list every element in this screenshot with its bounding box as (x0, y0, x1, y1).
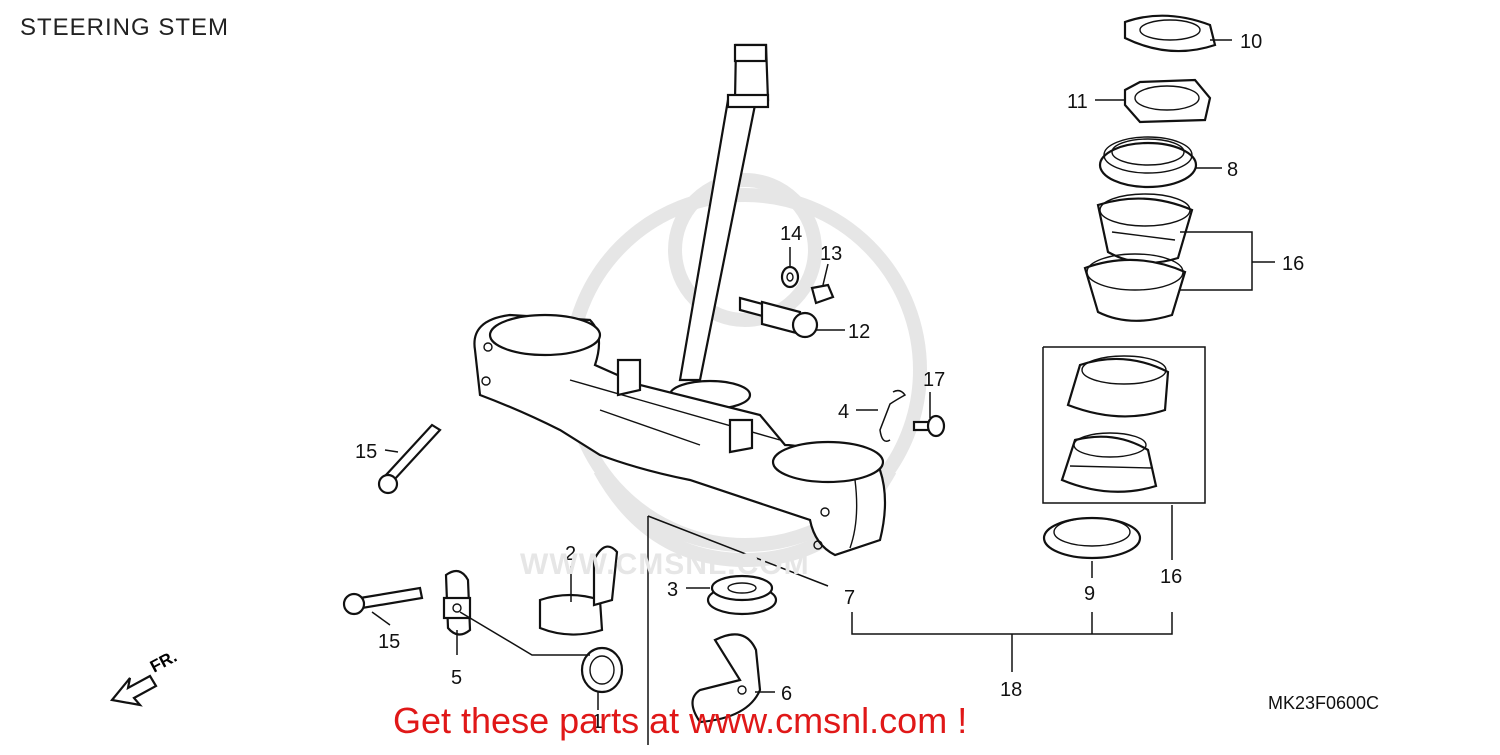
part-16-lower-race (1066, 355, 1170, 418)
callout-10: 10 (1240, 31, 1262, 53)
callout-12: 12 (848, 321, 870, 343)
promo-link-text[interactable]: Get these parts at www.cmsnl.com ! (393, 700, 968, 741)
callout-16-lower: 16 (1160, 566, 1182, 588)
callout-11: 11 (1067, 91, 1088, 113)
callout-15-upper: 15 (355, 441, 377, 463)
part-3-bushing (706, 574, 778, 616)
callout-1: 1 (592, 711, 603, 733)
drawing-code: MK23F0600C (1268, 693, 1380, 713)
callout-4: 4 (838, 401, 849, 423)
callout-15-lower: 15 (378, 631, 400, 653)
callout-3: 3 (667, 579, 678, 601)
callout-2: 2 (565, 543, 576, 565)
lower-triple-clamp (473, 313, 887, 557)
callout-14: 14 (780, 223, 802, 245)
callout-5: 5 (451, 667, 462, 689)
callout-17: 17 (923, 369, 945, 391)
part-5-bracket (442, 569, 472, 636)
part-8-dust-seal (1098, 136, 1198, 189)
part-9-seal (1042, 516, 1142, 560)
callout-18: 18 (1000, 679, 1022, 701)
part-14-washer (780, 265, 800, 289)
part-11-castle-nut (1123, 78, 1212, 124)
part-12-bolt (738, 296, 819, 339)
part-6-bracket (691, 633, 762, 724)
part-1-reflector (580, 646, 624, 694)
part-16-upper-race (1083, 253, 1187, 322)
watermark-text: WWW.CMSNL.COM (520, 548, 810, 581)
callout-9: 9 (1084, 583, 1095, 605)
part-13-pin (810, 283, 835, 305)
kit-16-box (1042, 346, 1206, 504)
callout-6: 6 (781, 683, 792, 705)
part-2-bracket (538, 545, 619, 636)
part-15-bolt-lower (342, 586, 424, 616)
part-17-bolt (912, 414, 946, 438)
leader-lines (371, 39, 1275, 745)
front-direction-arrow (109, 674, 158, 707)
part-10-lock-nut (1123, 14, 1217, 53)
callout-8: 8 (1227, 159, 1238, 181)
callout-7: 7 (844, 587, 855, 609)
callout-13: 13 (820, 243, 842, 265)
part-16-lower-bearing (1060, 432, 1158, 493)
callout-numbers: 10 11 8 16 14 13 12 17 4 15 2 3 7 9 16 1… (355, 31, 1304, 733)
part-15-bolt-upper (377, 423, 442, 495)
callout-16-upper: 16 (1282, 253, 1304, 275)
part-4-clip (879, 389, 907, 442)
part-16-upper-bearing (1096, 193, 1194, 264)
diagram-title: STEERING STEM (20, 14, 230, 41)
